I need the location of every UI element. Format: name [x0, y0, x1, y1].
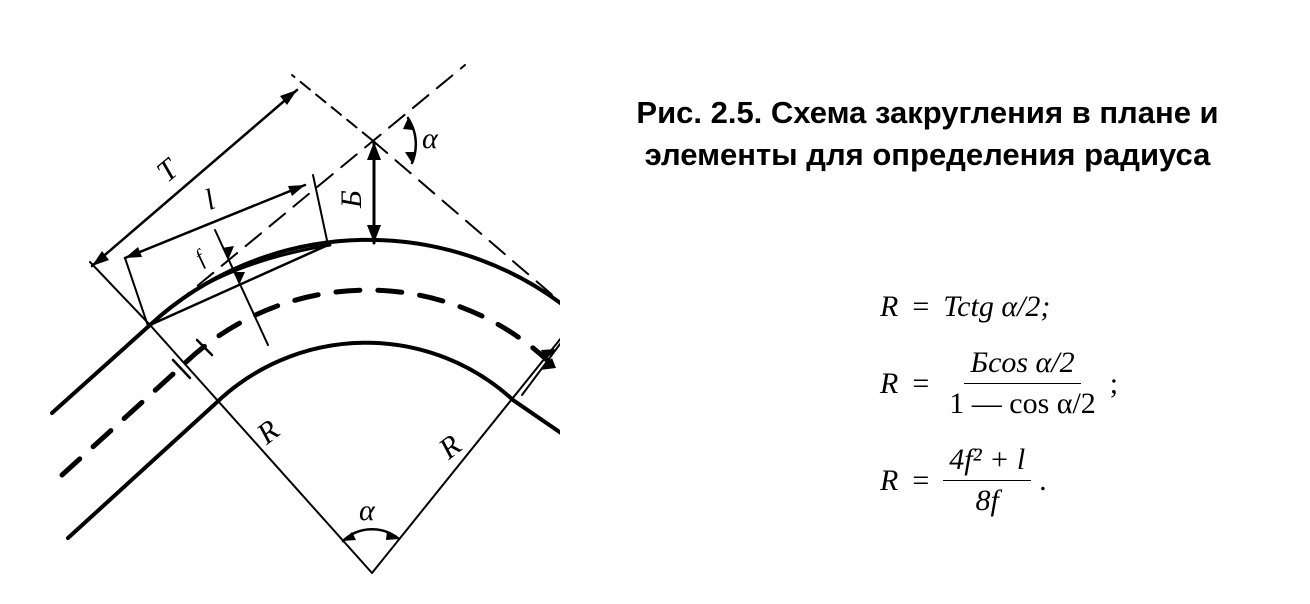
formula-1-rhs: Tctg α/2; — [943, 290, 1051, 323]
dimension-l-ext-left — [124, 257, 149, 327]
dimension-f-line — [214, 229, 269, 346]
formula-2-tail: ; — [1109, 366, 1119, 400]
arrow-alpha-top-2 — [405, 152, 416, 163]
arrow-width-1 — [540, 358, 556, 370]
arrow-alpha-top-1 — [403, 118, 413, 130]
dimension-T-extension-2 — [291, 74, 373, 141]
road-center-line — [59, 287, 560, 478]
label-alpha-center: α — [359, 494, 376, 527]
label-alpha-top: α — [422, 122, 439, 155]
tick-2 — [195, 338, 214, 357]
figure-caption: Рис. 2.5. Схема закругления в плане и эл… — [555, 92, 1300, 176]
label-B: Б — [335, 190, 368, 209]
arrow-f-bottom — [233, 272, 245, 283]
label-R-left: R — [250, 413, 286, 451]
tangent-line-right — [371, 139, 560, 303]
caption-line-2: элементы для определения радиуса — [644, 137, 1211, 172]
tick-1 — [171, 358, 192, 380]
arrow-B-bottom — [367, 225, 381, 243]
formula-1-eq: = — [912, 290, 930, 323]
formula-2-denominator: 1 — cos α/2 — [949, 387, 1096, 420]
formula-2: R = Бcos α/2 1 — cos α/2 ; — [880, 346, 1200, 421]
dimension-l-line — [123, 183, 307, 260]
arrow-B-top — [367, 142, 381, 160]
arrow-T-end — [280, 90, 297, 105]
arrow-width-2 — [541, 349, 557, 360]
formula-3-fraction: 4f² + l 8f — [943, 443, 1032, 518]
arrow-alpha-center-2 — [386, 531, 399, 540]
label-l: l — [200, 183, 219, 217]
formula-2-eq: = — [912, 366, 930, 400]
label-f: f — [190, 244, 212, 270]
formula-block: R = Tctg α/2; R = Бcos α/2 1 — cos α/2 ;… — [880, 290, 1200, 540]
chord-line — [148, 243, 330, 327]
radius-left — [149, 324, 373, 574]
road-width-dimension — [521, 342, 560, 396]
formula-1: R = Tctg α/2; — [880, 290, 1200, 324]
dimension-T-extension-1 — [89, 261, 151, 326]
arrow-alpha-center-1 — [343, 532, 356, 541]
formula-2-fraction: Бcos α/2 1 — cos α/2 — [943, 346, 1102, 421]
caption-line-1: Рис. 2.5. Схема закругления в плане и — [636, 95, 1219, 130]
tangent-line-left — [149, 64, 466, 326]
formula-3-eq: = — [912, 463, 930, 497]
formula-3-tail: . — [1039, 463, 1047, 497]
curve-scheme-diagram: T l f Б α α R R — [50, 64, 560, 574]
label-T: T — [151, 151, 187, 188]
arrow-l-start — [125, 247, 142, 258]
formula-3: R = 4f² + l 8f . — [880, 443, 1200, 518]
formula-1-lhs: R — [880, 290, 899, 323]
arrow-T-start — [92, 251, 109, 266]
road-inner-edge — [66, 340, 560, 540]
radius-right — [371, 337, 560, 574]
formula-3-denominator: 8f — [975, 484, 999, 517]
arc-over-chord — [148, 243, 332, 327]
formula-2-lhs: R — [880, 366, 899, 400]
formula-2-numerator: Бcos α/2 — [964, 346, 1081, 384]
dimension-l-extension — [312, 174, 329, 246]
dimension-T-line — [90, 88, 299, 268]
arrow-l-end — [288, 185, 305, 196]
arrow-f-top — [222, 246, 234, 258]
formula-3-numerator: 4f² + l — [943, 443, 1032, 481]
formula-3-lhs: R — [880, 463, 899, 497]
